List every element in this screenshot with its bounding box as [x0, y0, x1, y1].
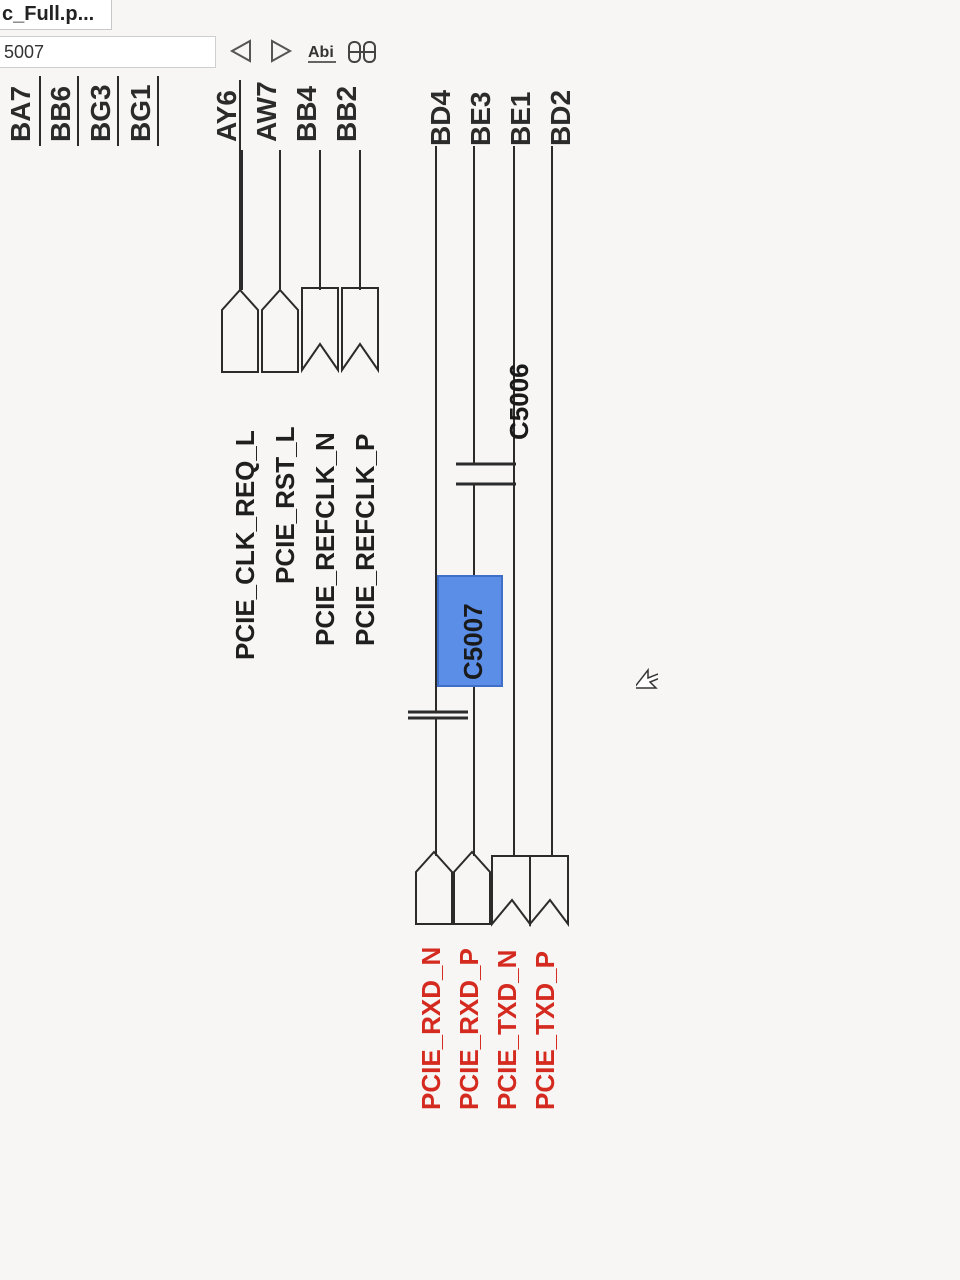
component-label-c5007[interactable]: C5007 — [458, 603, 488, 680]
capacitor-c5007[interactable] — [408, 710, 468, 720]
net-label-txd-n: PCIE_TXD_N — [492, 950, 522, 1110]
component-label-c5006[interactable]: C5006 — [504, 363, 534, 440]
pin-label-be1: BE1 — [505, 92, 536, 146]
pin-label-bd2: BD2 — [545, 90, 576, 146]
net-label-refclk-n: PCIE_REFCLK_N — [310, 432, 340, 646]
toolbar: Abi — [228, 38, 388, 68]
pin-label-bg1: BG1 — [125, 84, 156, 142]
mouse-cursor-icon — [636, 667, 658, 689]
net-label-clk-req: PCIE_CLK_REQ_L — [230, 430, 260, 660]
data-connectors — [415, 850, 569, 927]
pin-label-ba7: BA7 — [5, 86, 36, 142]
binoculars-icon[interactable] — [346, 38, 380, 66]
document-tab[interactable]: c_Full.p... — [0, 0, 112, 30]
pin-label-bd4: BD4 — [425, 90, 456, 146]
pin-label-be3: BE3 — [465, 92, 496, 146]
pin-label-bb4: BB4 — [291, 86, 322, 142]
text-abi-icon[interactable]: Abi — [306, 38, 340, 66]
capacitor-c5006[interactable] — [456, 462, 516, 486]
pin-label-aw7: AW7 — [251, 81, 282, 142]
net-label-txd-p: PCIE_TXD_P — [530, 951, 560, 1110]
pin-label-bg3: BG3 — [85, 84, 116, 142]
net-label-rst: PCIE_RST_L — [270, 426, 300, 584]
abi-label: Abi — [308, 44, 334, 61]
search-input[interactable] — [0, 36, 216, 68]
pin-label-ay6: AY6 — [211, 90, 242, 142]
pin-label-bb2: BB2 — [331, 86, 362, 142]
triangle-right-icon[interactable] — [268, 38, 294, 64]
triangle-left-icon[interactable] — [228, 38, 254, 64]
net-label-rxd-p: PCIE_RXD_P — [454, 948, 484, 1110]
pin-label-bb6: BB6 — [45, 86, 76, 142]
selection-highlight — [437, 575, 503, 687]
net-label-rxd-n: PCIE_RXD_N — [416, 947, 446, 1110]
net-label-refclk-p: PCIE_REFCLK_P — [350, 434, 380, 646]
clock-connectors — [221, 287, 379, 374]
